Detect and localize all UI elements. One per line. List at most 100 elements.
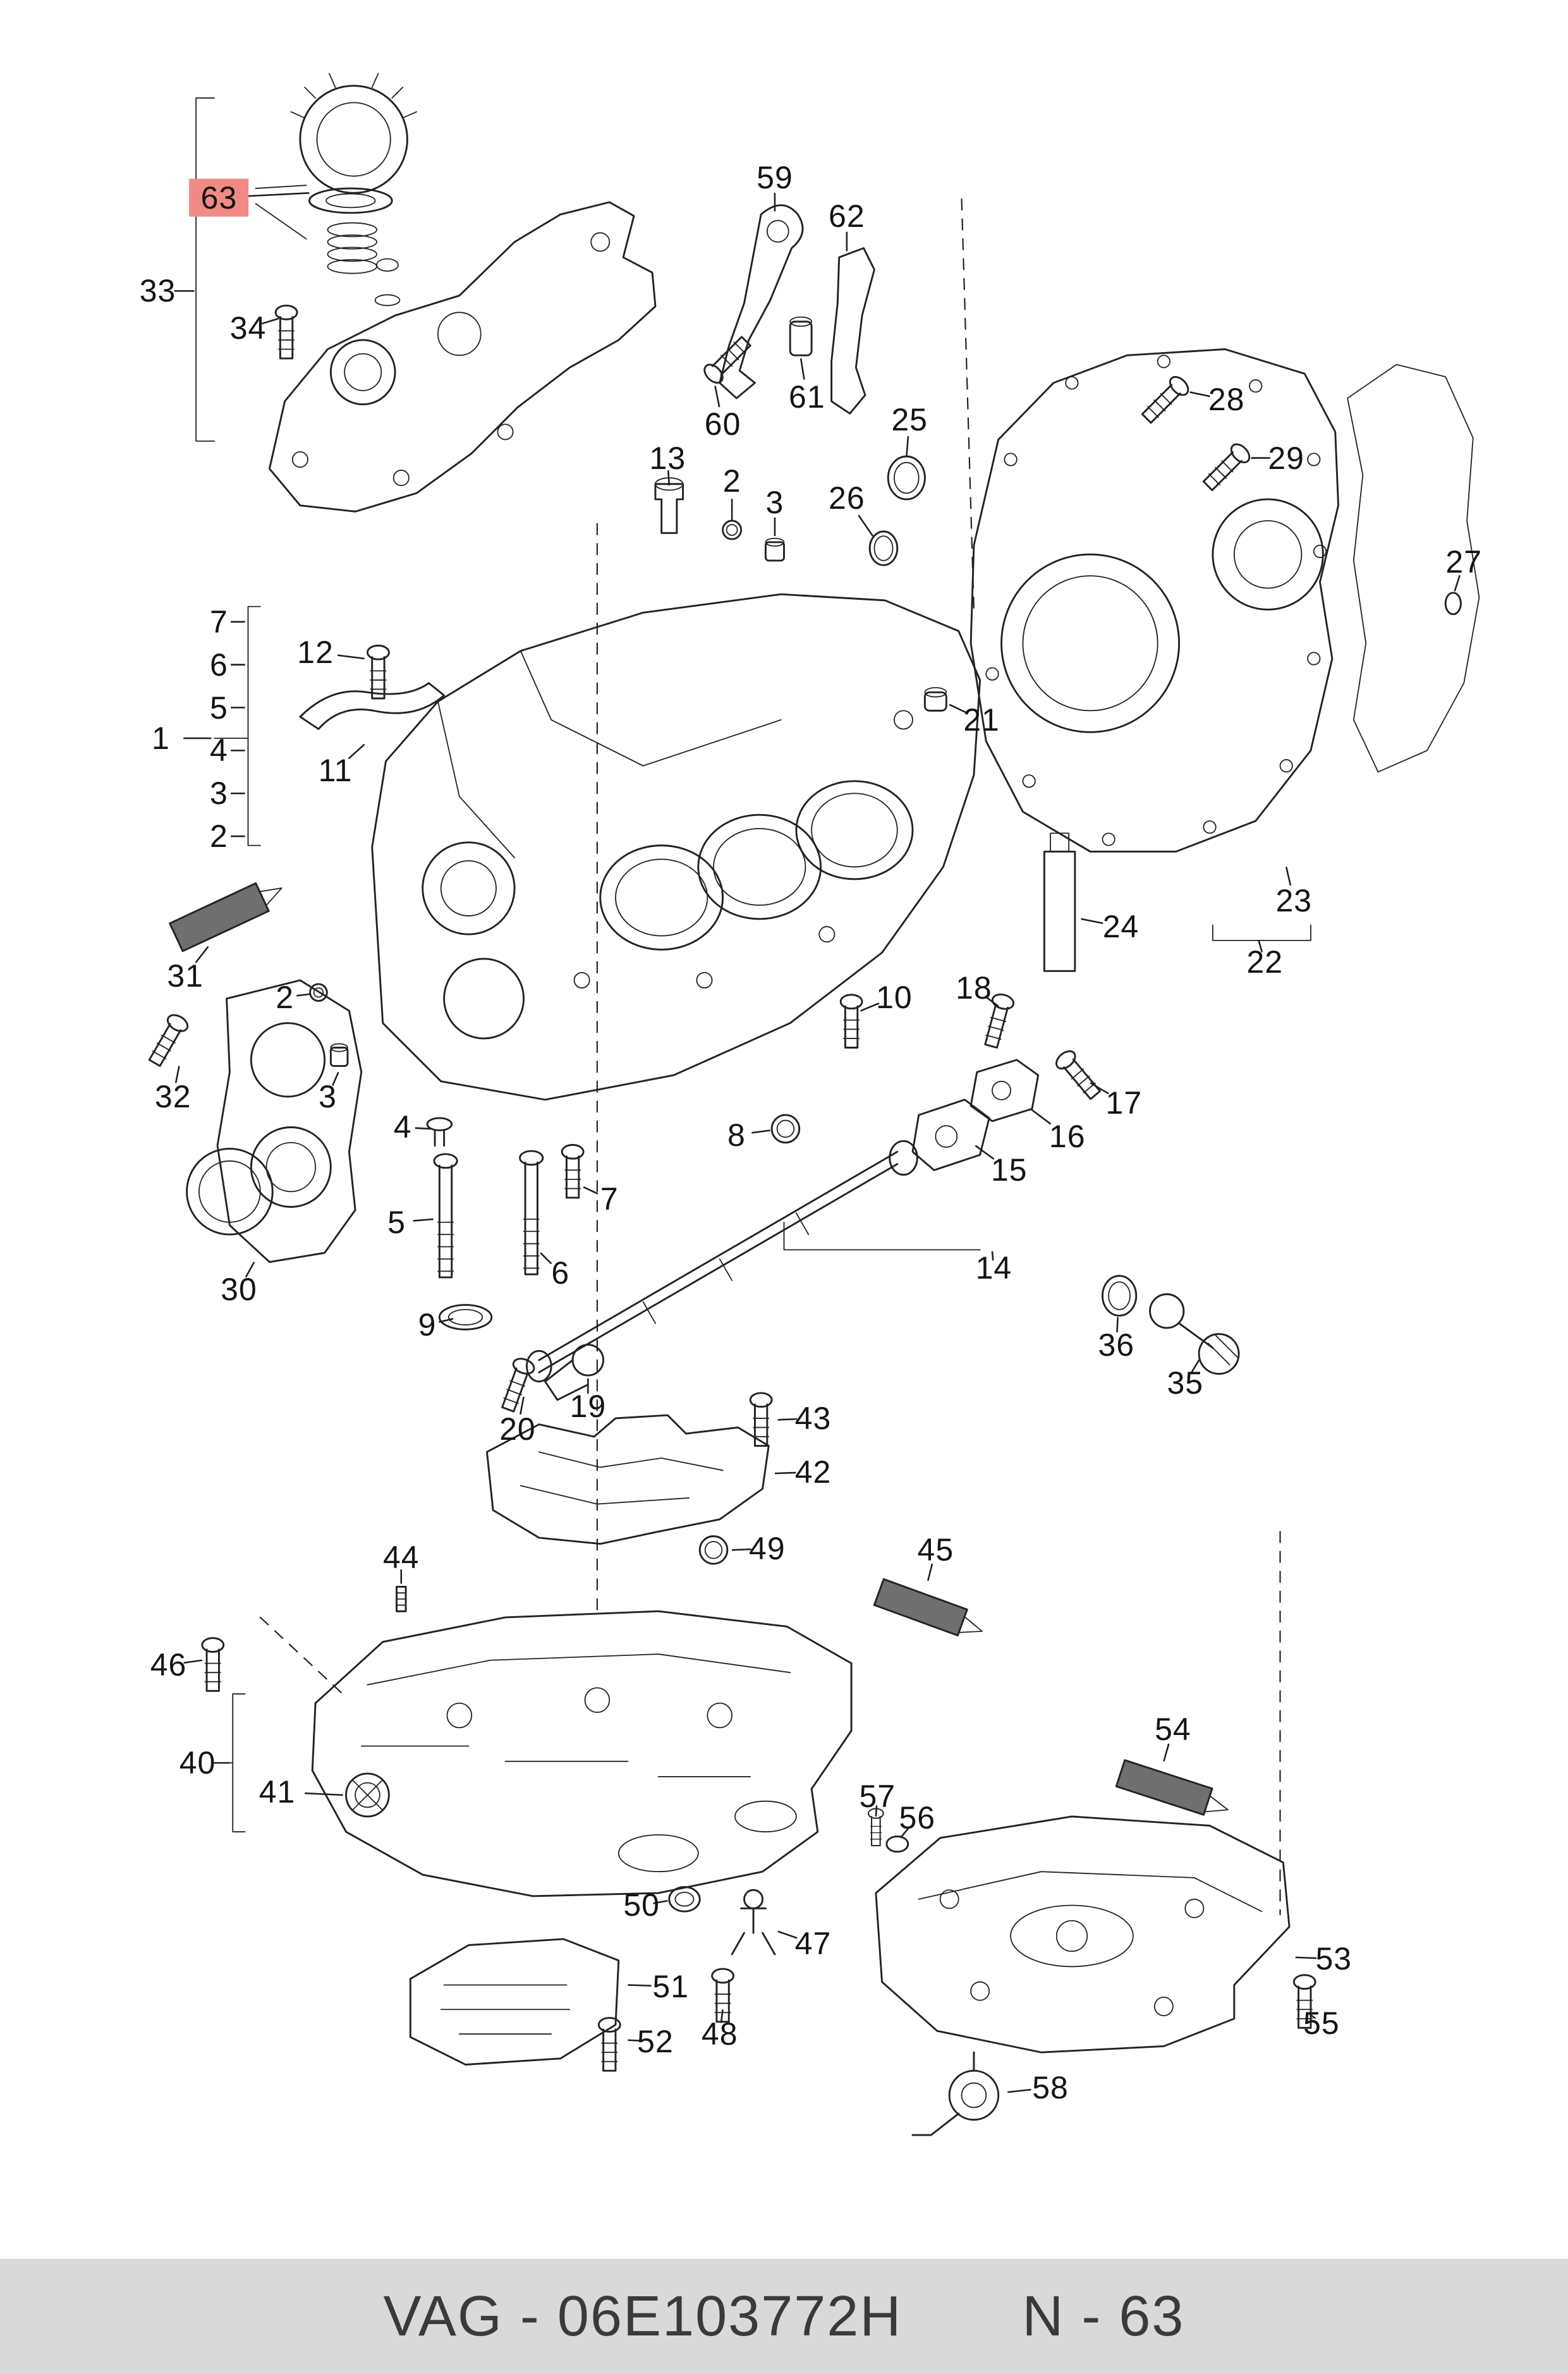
- leader-line: [927, 1563, 933, 1581]
- bracket-16-drawing: [969, 1059, 1040, 1123]
- stud-44-drawing: [396, 1586, 407, 1612]
- leader-line: [1295, 1956, 1317, 1959]
- group-bracket-22: [1212, 924, 1311, 941]
- sealant-tube-45-drawing: [873, 1578, 983, 1636]
- part-callout-63: 63: [189, 178, 249, 217]
- part-callout-48: 48: [701, 2016, 738, 2052]
- leader-line: [777, 1418, 798, 1421]
- leader-line: [1030, 1108, 1052, 1125]
- construction-line: [259, 1616, 347, 1698]
- oil-filler-cap-drawing: [290, 73, 417, 307]
- leader-line: [860, 1002, 880, 1012]
- leader-line: [858, 514, 874, 537]
- leader-line: [653, 1899, 668, 1904]
- leader-line: [415, 1127, 430, 1130]
- part-callout-36: 36: [1098, 1327, 1135, 1363]
- part-callout-34: 34: [229, 310, 267, 346]
- plug-21-drawing: [923, 687, 947, 712]
- leader-line: [1163, 1743, 1170, 1762]
- leader-line: [984, 995, 999, 1007]
- oring-50-drawing: [668, 1885, 701, 1913]
- drive-shaft-14-drawing: [526, 1140, 918, 1383]
- leader-line: [628, 2039, 643, 2042]
- leader-line: [439, 1318, 454, 1323]
- leader-line: [1285, 867, 1292, 886]
- leader-line: [1307, 2012, 1316, 2019]
- leader-line: [520, 1396, 525, 1415]
- leader-line: [195, 946, 209, 963]
- group-bracket-14: [783, 1221, 981, 1251]
- upper-oil-pan-drawing: [311, 1610, 853, 1897]
- lifting-bracket-62-drawing: [830, 247, 875, 415]
- part-callout-19: 19: [569, 1388, 607, 1424]
- leader-line: [540, 1252, 552, 1265]
- part-callout-54: 54: [1155, 1711, 1191, 1747]
- leader-line: [906, 436, 909, 457]
- part-callout-29: 29: [1268, 440, 1304, 476]
- part-callout-18: 18: [956, 970, 992, 1006]
- part-callout-33: 33: [139, 273, 176, 309]
- leader-line: [628, 1984, 652, 1987]
- seal-56-drawing: [885, 1835, 909, 1853]
- leader-line: [296, 993, 311, 997]
- oring-26-drawing: [868, 530, 899, 566]
- part-callout-22: 22: [1246, 944, 1284, 980]
- leader-line: [1454, 575, 1461, 592]
- leader-line: [1007, 2088, 1031, 2093]
- part-callout-42: 42: [794, 1454, 832, 1490]
- pivot-19-drawing: [544, 1344, 605, 1401]
- leader-line: [337, 654, 365, 660]
- front-cover-30-drawing: [186, 979, 363, 1263]
- part-callout-41: 41: [258, 1774, 296, 1810]
- part-callout-7: 7: [600, 1181, 619, 1217]
- sealant-tube-31-drawing: [169, 882, 283, 953]
- part-callout-28: 28: [1208, 382, 1245, 418]
- part-callout-7: 7: [210, 604, 228, 640]
- leader-63-extra: [255, 185, 307, 240]
- group-bracket-33: [195, 97, 216, 442]
- leader-line: [667, 470, 671, 486]
- engine-block-drawing: [371, 593, 982, 1101]
- part-callout-50: 50: [623, 1887, 660, 1923]
- leader-line: [777, 1930, 798, 1939]
- oil-level-sensor-58-drawing: [911, 2051, 1000, 2136]
- leader-line: [305, 1792, 343, 1796]
- part-callout-2: 2: [722, 463, 741, 499]
- part-callout-5: 5: [210, 690, 228, 726]
- leader-line: [261, 317, 279, 325]
- washer-2b-drawing: [309, 983, 328, 1002]
- part-callout-3: 3: [210, 775, 228, 811]
- oil-pipe-11-drawing: [299, 682, 446, 730]
- part-callout-49: 49: [749, 1530, 786, 1566]
- part-callout-4: 4: [393, 1109, 412, 1145]
- part-callout-2: 2: [276, 979, 295, 1015]
- part-callout-61: 61: [789, 379, 825, 415]
- part-callout-2: 2: [210, 818, 228, 854]
- part-callout-23: 23: [1275, 882, 1313, 918]
- part-callout-13: 13: [649, 440, 686, 476]
- leader-line: [246, 192, 310, 197]
- lower-baffle-51-drawing: [409, 1938, 620, 2066]
- part-callout-17: 17: [1105, 1085, 1143, 1121]
- pin-61-drawing: [789, 316, 813, 356]
- plug-3b-drawing: [329, 1043, 349, 1068]
- part-callout-62: 62: [829, 198, 865, 234]
- group-bracket-40: [219, 1693, 246, 1833]
- part-callout-4: 4: [210, 733, 228, 769]
- part-callout-52: 52: [637, 2023, 674, 2059]
- lower-oil-pan-drawing: [875, 1815, 1291, 2054]
- group-bracket-1: [214, 606, 261, 846]
- leader-line: [174, 1066, 180, 1083]
- part-callout-27: 27: [1445, 544, 1483, 580]
- leader-line: [583, 1186, 599, 1195]
- part-callout-1: 1: [151, 720, 170, 756]
- part-callout-12: 12: [297, 635, 334, 671]
- part-callout-32: 32: [154, 1078, 191, 1114]
- leader-line: [1258, 940, 1263, 953]
- construction-line: [961, 198, 975, 611]
- part-callout-9: 9: [418, 1306, 437, 1342]
- leader-line: [1081, 918, 1103, 924]
